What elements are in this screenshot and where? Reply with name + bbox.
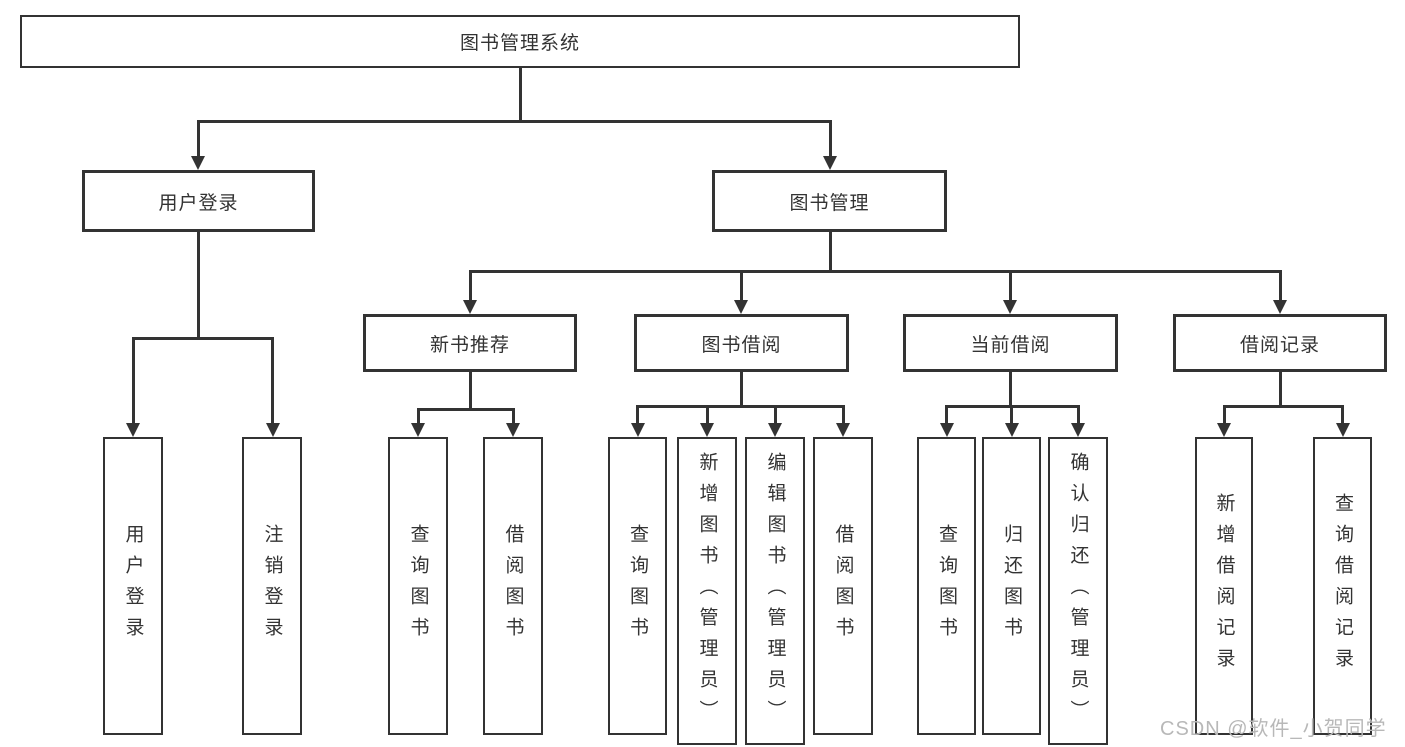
node-label: 图书借阅 bbox=[701, 334, 782, 356]
connector-drop bbox=[1010, 405, 1013, 423]
connector-drop-user-login bbox=[196, 120, 200, 157]
connector-root-rail bbox=[196, 120, 832, 123]
connector-user-login-stem bbox=[196, 232, 200, 337]
node-book-borrow: 图书借阅 bbox=[634, 314, 849, 372]
node-label: 查询借阅记录 bbox=[1332, 493, 1353, 679]
leaf-add-borrow-record: 新增借阅记录 bbox=[1195, 437, 1253, 735]
node-book-management: 图书管理 bbox=[712, 170, 947, 232]
arrowhead-icon bbox=[1004, 423, 1019, 437]
arrowhead-icon bbox=[506, 423, 520, 437]
arrowhead-icon bbox=[734, 300, 748, 314]
connector-drop bbox=[773, 405, 777, 423]
leaf-borrow-books: 借阅图书 bbox=[813, 437, 873, 735]
arrowhead-icon bbox=[1071, 423, 1085, 437]
node-label: 查询图书 bbox=[936, 524, 957, 648]
connector-drop bbox=[1341, 405, 1344, 423]
leaf-query-borrow-record: 查询借阅记录 bbox=[1313, 437, 1372, 735]
node-label: 新增借阅记录 bbox=[1213, 493, 1235, 679]
arrowhead-icon bbox=[1273, 300, 1287, 314]
connector-book-borrow-stem bbox=[739, 372, 743, 405]
arrowhead-icon bbox=[1217, 423, 1231, 437]
connector-drop-leaf-login bbox=[131, 337, 135, 423]
connector-user-login-rail bbox=[131, 337, 274, 340]
leaf-return-books: 归还图书 bbox=[982, 437, 1041, 735]
connector-drop bbox=[841, 405, 845, 423]
connector-drop bbox=[705, 405, 709, 423]
arrowhead-icon bbox=[700, 423, 714, 437]
node-label: 查询图书 bbox=[627, 524, 648, 648]
leaf-logout: 注销登录 bbox=[242, 437, 302, 735]
leaf-query-books-recommend: 查询图书 bbox=[388, 437, 448, 735]
connector-drop-book-management bbox=[828, 120, 832, 157]
node-label: 借阅记录 bbox=[1239, 334, 1320, 356]
arrowhead-icon bbox=[1335, 423, 1350, 437]
leaf-query-books-current: 查询图书 bbox=[917, 437, 976, 735]
connector-drop bbox=[511, 408, 515, 423]
connector-root-stem bbox=[518, 68, 522, 120]
leaf-confirm-return-admin: 确认归还（管理员） bbox=[1048, 437, 1108, 745]
arrowhead-icon bbox=[939, 423, 954, 437]
arrowhead-icon bbox=[411, 423, 425, 437]
connector-drop bbox=[945, 405, 948, 423]
arrowhead-icon bbox=[191, 156, 205, 170]
arrowhead-icon bbox=[823, 156, 837, 170]
connector-drop bbox=[1222, 405, 1226, 423]
node-label: 查询图书 bbox=[407, 524, 429, 648]
node-label: 用户登录 bbox=[122, 524, 144, 648]
node-label: 当前借阅 bbox=[970, 334, 1051, 356]
node-current-borrow: 当前借阅 bbox=[903, 314, 1118, 372]
node-label: 新增图书（管理员） bbox=[696, 451, 718, 731]
connector-borrow-records-stem bbox=[1278, 372, 1282, 405]
arrowhead-icon bbox=[126, 423, 140, 437]
leaf-edit-book-admin: 编辑图书（管理员） bbox=[745, 437, 805, 745]
leaf-query-books-borrow: 查询图书 bbox=[608, 437, 667, 735]
connector-drop bbox=[416, 408, 420, 423]
node-root-library-system: 图书管理系统 bbox=[20, 15, 1020, 68]
connector-current-borrow-stem bbox=[1008, 372, 1012, 405]
node-borrow-records: 借阅记录 bbox=[1173, 314, 1387, 372]
node-label: 图书管理系统 bbox=[459, 33, 580, 54]
node-label: 用户登录 bbox=[158, 192, 239, 214]
connector-borrow-records-rail bbox=[1222, 405, 1344, 408]
connector-new-book-rail bbox=[416, 408, 515, 411]
arrowhead-icon bbox=[630, 423, 645, 437]
connector-drop-new-book bbox=[468, 270, 472, 301]
node-label: 注销登录 bbox=[261, 524, 283, 648]
node-label: 借阅图书 bbox=[832, 524, 854, 648]
connector-book-management-stem bbox=[828, 232, 832, 270]
node-label: 借阅图书 bbox=[502, 524, 524, 648]
node-label: 新书推荐 bbox=[429, 334, 510, 356]
leaf-add-book-admin: 新增图书（管理员） bbox=[677, 437, 737, 745]
arrowhead-icon bbox=[768, 423, 782, 437]
connector-drop bbox=[636, 405, 639, 423]
node-label: 图书管理 bbox=[789, 192, 870, 214]
arrowhead-icon bbox=[463, 300, 477, 314]
arrowhead-icon bbox=[836, 423, 850, 437]
arrowhead-icon bbox=[1003, 300, 1017, 314]
node-label: 确认归还（管理员） bbox=[1067, 451, 1089, 731]
csdn-watermark: CSDN @软件_小贺同学 bbox=[1160, 718, 1387, 740]
leaf-borrow-books-recommend: 借阅图书 bbox=[483, 437, 543, 735]
connector-drop-current-borrow bbox=[1008, 270, 1012, 301]
connector-drop-borrow-records bbox=[1278, 270, 1282, 301]
leaf-user-login: 用户登录 bbox=[103, 437, 163, 735]
node-new-book-recommend: 新书推荐 bbox=[363, 314, 577, 372]
connector-drop-book-borrow bbox=[739, 270, 743, 301]
connector-drop bbox=[1076, 405, 1080, 423]
node-user-login: 用户登录 bbox=[82, 170, 315, 232]
connector-book-borrow-rail bbox=[636, 405, 845, 408]
connector-drop-leaf-logout bbox=[271, 337, 274, 423]
arrowhead-icon bbox=[265, 423, 280, 437]
connector-book-management-rail bbox=[468, 270, 1282, 273]
node-label: 归还图书 bbox=[1001, 524, 1022, 648]
connector-new-book-stem bbox=[468, 372, 472, 410]
node-label: 编辑图书（管理员） bbox=[764, 451, 786, 731]
